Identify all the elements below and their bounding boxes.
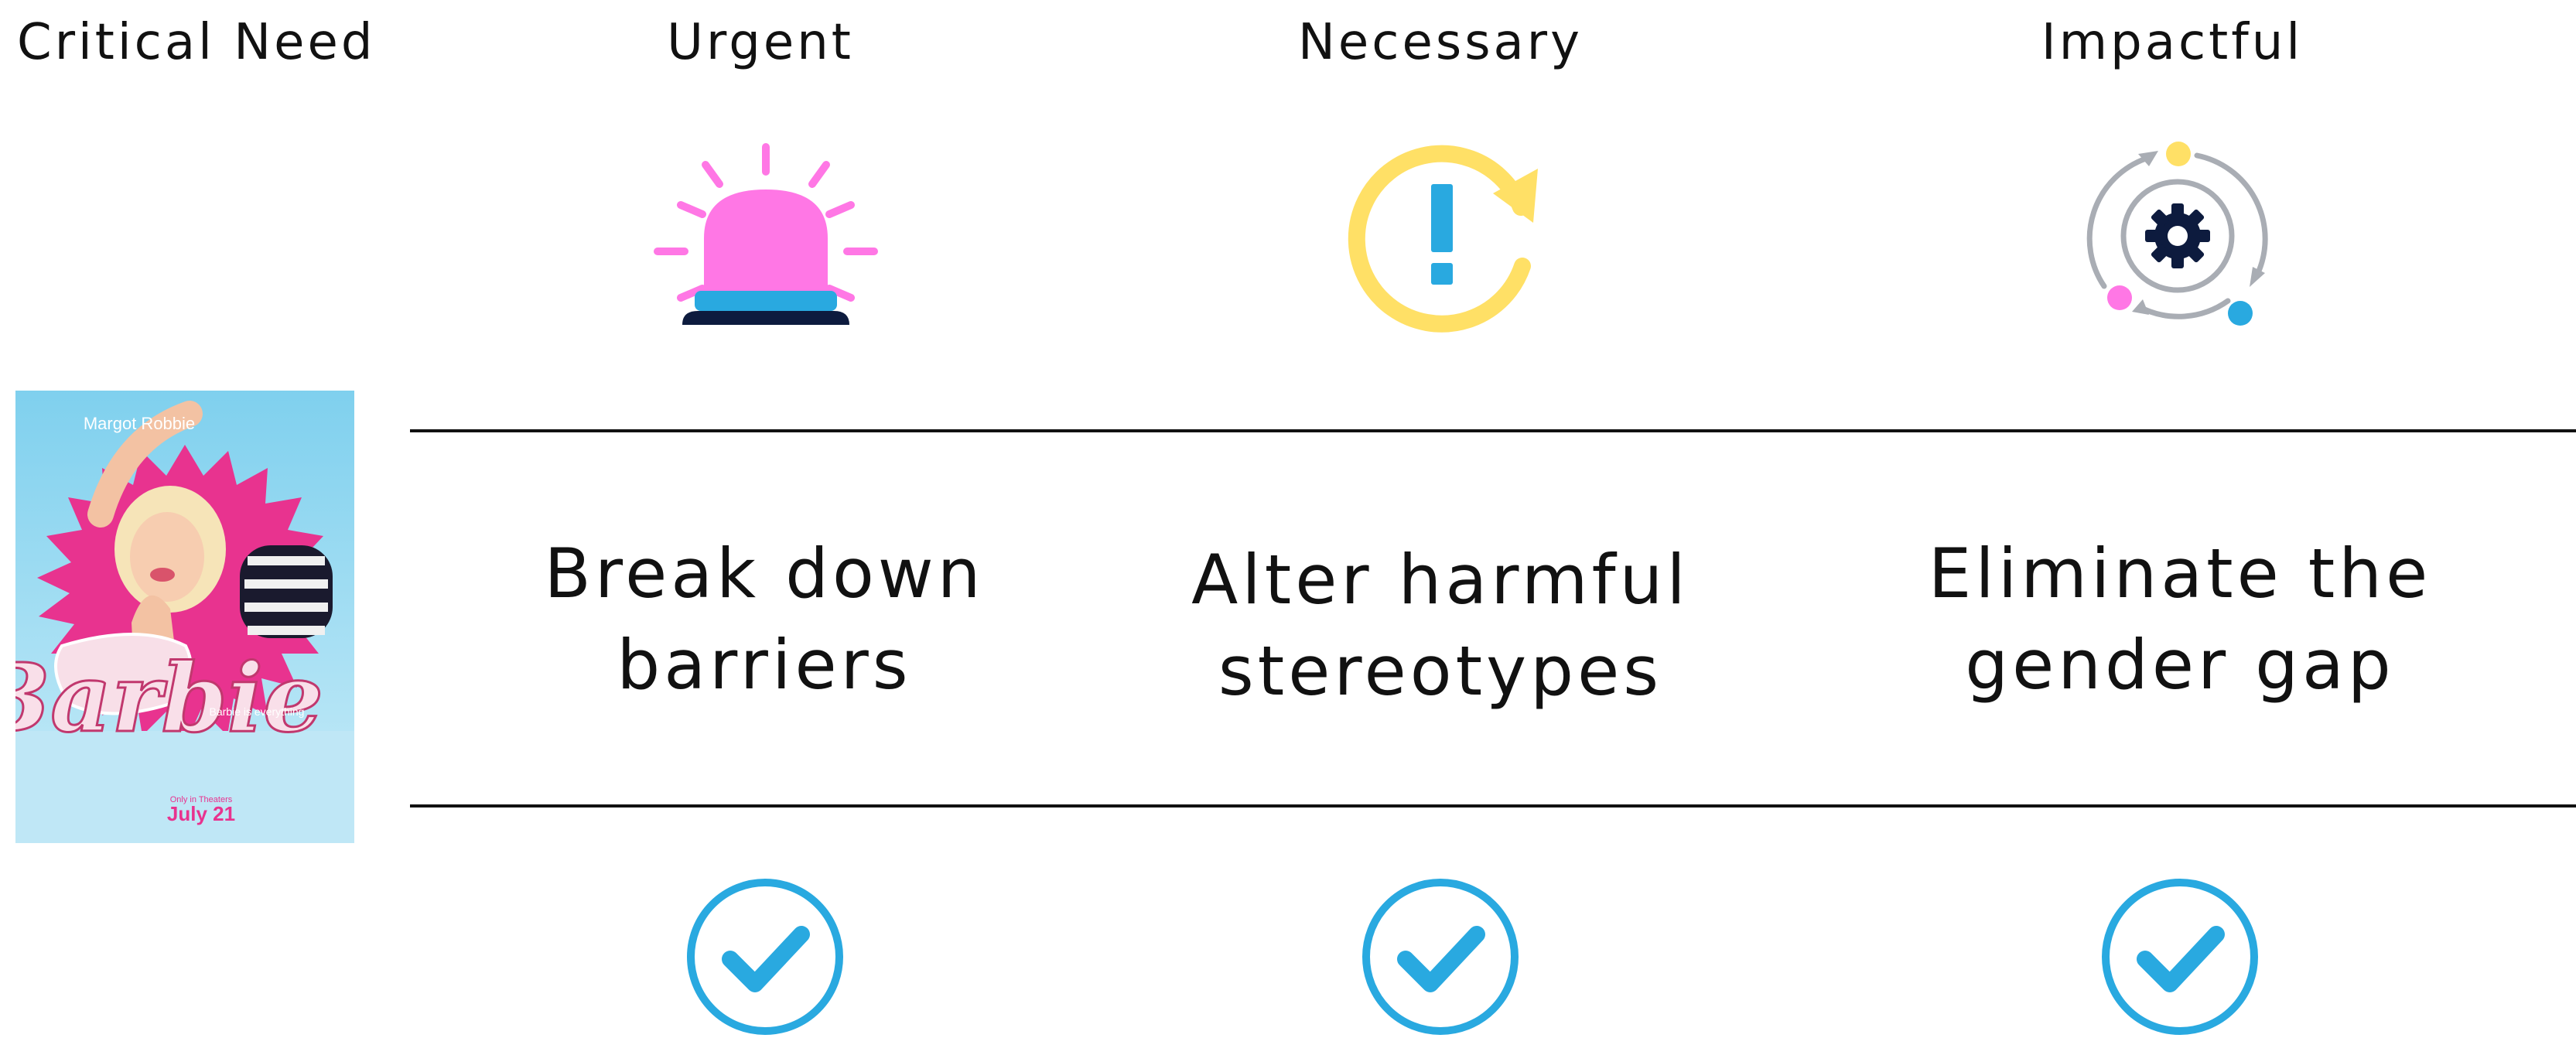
column-header-urgent: Urgent: [667, 14, 854, 71]
row-label-critical-need: Critical Need: [17, 14, 376, 71]
check-circle-icon: [687, 879, 843, 1035]
check-circle-icon: [1362, 879, 1519, 1035]
goal-line: Alter harmful: [1191, 540, 1689, 620]
poster-title-text: Barbie: [15, 642, 323, 753]
barbie-movie-poster: Barbie Margot Robbie Barbie is everythin…: [15, 391, 354, 843]
goal-line: barriers: [617, 625, 912, 705]
table-divider-top: [410, 429, 2576, 432]
goal-cell-impactful: Eliminate the gender gap: [1832, 528, 2528, 711]
siren-icon: [654, 143, 878, 325]
check-circle-icon: [2102, 879, 2258, 1035]
poster-tagline-text: Barbie is everything: [210, 705, 305, 718]
gear-cycle-icon: [2086, 142, 2268, 326]
goal-cell-necessary: Alter harmful stereotypes: [1092, 534, 1789, 717]
goal-line: gender gap: [1965, 625, 2395, 705]
table-divider-bottom: [410, 804, 2576, 808]
goal-cell-urgent: Break down barriers: [416, 528, 1112, 711]
goal-line: Eliminate the: [1928, 534, 2432, 613]
poster-release-date-text: July 21: [167, 802, 235, 825]
column-header-necessary: Necessary: [1298, 14, 1583, 71]
poster-release-note-text: Only in Theaters: [170, 795, 233, 804]
goal-line: stereotypes: [1218, 631, 1663, 711]
exclamation-cycle-icon: [1348, 145, 1538, 333]
column-header-impactful: Impactful: [2041, 14, 2304, 71]
poster-actor-text: Margot Robbie: [84, 414, 195, 433]
goal-line: Break down: [544, 534, 985, 613]
